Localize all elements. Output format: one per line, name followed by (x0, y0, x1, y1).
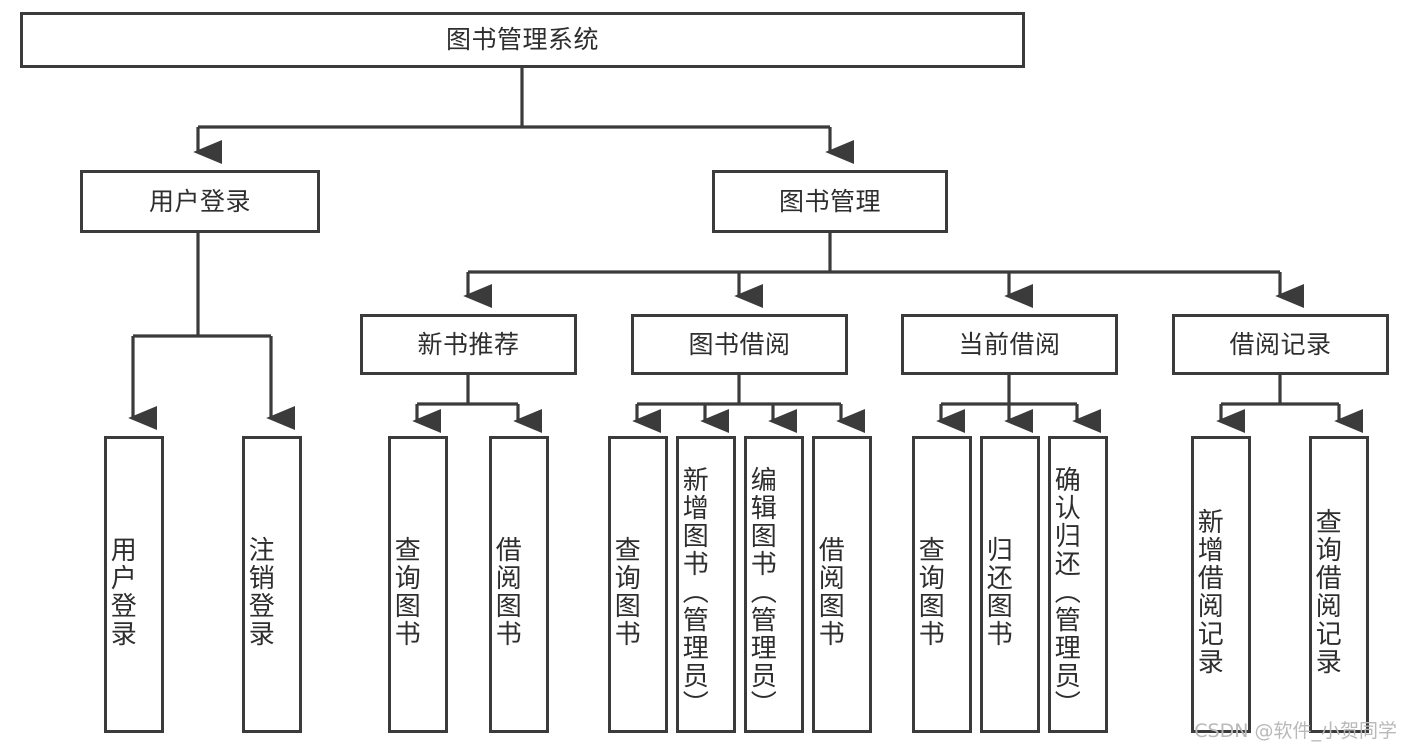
node-leaf-logout-login-label: 注销登录 (244, 535, 275, 648)
node-current-borrow[interactable]: 当前借阅 (901, 314, 1118, 375)
node-leaf-query-record-label: 查询借阅记录 (1311, 507, 1342, 676)
node-root-label: 图书管理系统 (445, 25, 599, 55)
node-new-book-recommend[interactable]: 新书推荐 (360, 314, 577, 375)
node-root[interactable]: 图书管理系统 (20, 12, 1025, 68)
node-leaf-query-book-1[interactable]: 查询图书 (388, 436, 448, 733)
node-leaf-query-book-3-label: 查询图书 (914, 535, 945, 648)
node-leaf-borrow-book-2-label: 借阅图书 (814, 535, 845, 648)
node-leaf-query-record[interactable]: 查询借阅记录 (1309, 436, 1369, 733)
node-current-borrow-label: 当前借阅 (958, 329, 1061, 359)
node-new-book-recommend-label: 新书推荐 (417, 329, 520, 359)
node-leaf-logout-login[interactable]: 注销登录 (242, 436, 302, 733)
node-leaf-borrow-book-1[interactable]: 借阅图书 (489, 436, 549, 733)
node-leaf-edit-book[interactable]: 编辑图书（管理员） (744, 436, 804, 733)
node-book-borrow-label: 图书借阅 (688, 329, 791, 359)
node-leaf-borrow-book-1-label: 借阅图书 (491, 535, 522, 648)
node-leaf-confirm-return-label: 确认归还（管理员） (1050, 465, 1081, 718)
node-leaf-user-login-label: 用户登录 (106, 535, 137, 648)
node-leaf-return-book-label: 归还图书 (982, 535, 1013, 648)
node-leaf-user-login[interactable]: 用户登录 (104, 436, 164, 733)
node-borrow-record-label: 借阅记录 (1229, 329, 1332, 359)
node-leaf-edit-book-label: 编辑图书（管理员） (746, 465, 777, 718)
node-leaf-return-book[interactable]: 归还图书 (980, 436, 1040, 733)
node-user-login[interactable]: 用户登录 (80, 170, 320, 233)
node-leaf-add-book[interactable]: 新增图书（管理员） (676, 436, 736, 733)
node-book-management-label: 图书管理 (778, 186, 881, 216)
node-leaf-add-record[interactable]: 新增借阅记录 (1191, 436, 1251, 733)
node-leaf-query-book-1-label: 查询图书 (390, 535, 421, 648)
watermark-text: CSDN @软件_小贺同学 (1194, 720, 1397, 742)
node-leaf-add-record-label: 新增借阅记录 (1193, 507, 1224, 676)
node-borrow-record[interactable]: 借阅记录 (1172, 314, 1389, 375)
node-leaf-query-book-2-label: 查询图书 (610, 535, 641, 648)
node-book-borrow[interactable]: 图书借阅 (631, 314, 848, 375)
node-leaf-borrow-book-2[interactable]: 借阅图书 (812, 436, 872, 733)
node-leaf-query-book-3[interactable]: 查询图书 (912, 436, 972, 733)
node-leaf-add-book-label: 新增图书（管理员） (678, 465, 709, 718)
node-user-login-label: 用户登录 (148, 186, 251, 216)
node-leaf-query-book-2[interactable]: 查询图书 (608, 436, 668, 733)
node-leaf-confirm-return[interactable]: 确认归还（管理员） (1048, 436, 1108, 733)
node-book-management[interactable]: 图书管理 (712, 170, 948, 233)
